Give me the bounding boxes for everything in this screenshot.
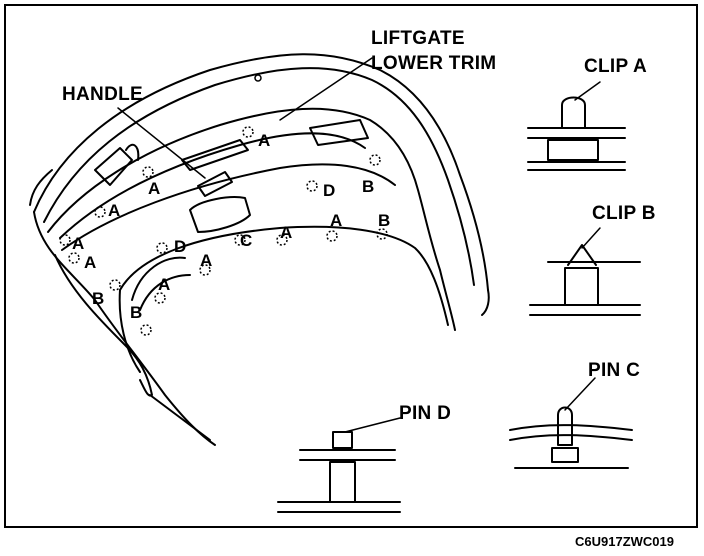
callout-d: D bbox=[174, 237, 187, 256]
liftgate-outer-outline bbox=[33, 53, 489, 291]
clip-a-label: CLIP A bbox=[584, 56, 648, 77]
clip-marker bbox=[59, 234, 71, 246]
clip-b-leader bbox=[581, 227, 601, 249]
left-hinge bbox=[94, 147, 133, 186]
callout-d: D bbox=[323, 181, 336, 200]
clip-b-head bbox=[567, 244, 597, 266]
pin-c-body bbox=[557, 406, 573, 446]
callout-b: B bbox=[130, 303, 143, 322]
callout-a: A bbox=[148, 179, 161, 198]
trim-lower-edge bbox=[149, 394, 211, 441]
clip-marker bbox=[156, 242, 168, 254]
liftgate-label-line1: LIFTGATE bbox=[371, 28, 465, 49]
clip-a-leader bbox=[574, 81, 601, 101]
clip-marker bbox=[242, 126, 254, 138]
liftgate-label-line2: LOWER TRIM bbox=[371, 53, 497, 74]
clip-b-label: CLIP B bbox=[592, 203, 656, 224]
clip-marker bbox=[68, 252, 80, 264]
clip-marker bbox=[326, 230, 338, 242]
clip-marker bbox=[142, 166, 154, 178]
clip-a-base bbox=[547, 139, 599, 161]
callout-a: A bbox=[72, 234, 85, 253]
pin-d-label: PIN D bbox=[399, 403, 452, 424]
clip-marker bbox=[369, 154, 381, 166]
clip-marker bbox=[306, 180, 318, 192]
handle-shape bbox=[189, 196, 251, 233]
callout-a: A bbox=[108, 201, 121, 220]
pin-c-leader bbox=[564, 377, 596, 411]
clip-b-body bbox=[564, 267, 599, 306]
bolt-hole bbox=[254, 74, 262, 82]
callout-a: A bbox=[84, 253, 97, 272]
clip-marker bbox=[199, 264, 211, 276]
callout-a: A bbox=[280, 223, 293, 242]
trim-panel-opening bbox=[119, 225, 449, 326]
clip-a-body bbox=[561, 96, 586, 129]
clip-marker bbox=[234, 234, 246, 246]
right-recess bbox=[309, 119, 369, 146]
liftgate-right-edge bbox=[481, 289, 490, 316]
handle-label: HANDLE bbox=[62, 84, 143, 105]
diagram-frame bbox=[4, 4, 698, 528]
clip-marker bbox=[140, 324, 152, 336]
trim-panel-inner-left bbox=[118, 289, 141, 373]
clip-marker bbox=[94, 206, 106, 218]
pin-d-leader bbox=[344, 417, 401, 433]
callout-a: A bbox=[158, 275, 171, 294]
callout-a: A bbox=[258, 131, 271, 150]
pin-c-base bbox=[551, 447, 579, 463]
trim-arc-2 bbox=[139, 274, 191, 311]
clip-marker bbox=[109, 279, 121, 291]
callout-c: C bbox=[240, 231, 253, 250]
liftgate-left-edge bbox=[33, 211, 216, 446]
liftgate-outer-edge-3 bbox=[29, 169, 53, 206]
pin-c-plate-top2 bbox=[509, 434, 633, 441]
handle-recess bbox=[181, 139, 249, 171]
clip-marker bbox=[154, 292, 166, 304]
clip-marker bbox=[376, 228, 388, 240]
liftgate-outer-edge-2 bbox=[43, 67, 475, 286]
trim-arc bbox=[131, 256, 186, 301]
callout-b: B bbox=[92, 289, 105, 308]
trim-panel-top bbox=[47, 107, 456, 331]
pin-c-label: PIN C bbox=[588, 360, 641, 381]
callout-b: B bbox=[362, 177, 375, 196]
pin-d-stem bbox=[329, 461, 356, 503]
callout-b: B bbox=[378, 211, 391, 230]
callout-a: A bbox=[330, 211, 343, 230]
callout-a: A bbox=[200, 251, 213, 270]
trim-panel-mid bbox=[61, 163, 396, 251]
pin-d-head bbox=[332, 431, 353, 449]
handle-leader bbox=[117, 107, 206, 179]
liftgate-leader bbox=[279, 57, 373, 121]
clip-marker bbox=[276, 234, 288, 246]
trim-panel-left-flange bbox=[54, 254, 153, 397]
handle-grip bbox=[197, 171, 233, 197]
left-hinge-2 bbox=[125, 143, 140, 161]
pin-c-plate-top bbox=[509, 424, 633, 431]
figure-code: C6U917ZWC019 bbox=[575, 534, 674, 549]
